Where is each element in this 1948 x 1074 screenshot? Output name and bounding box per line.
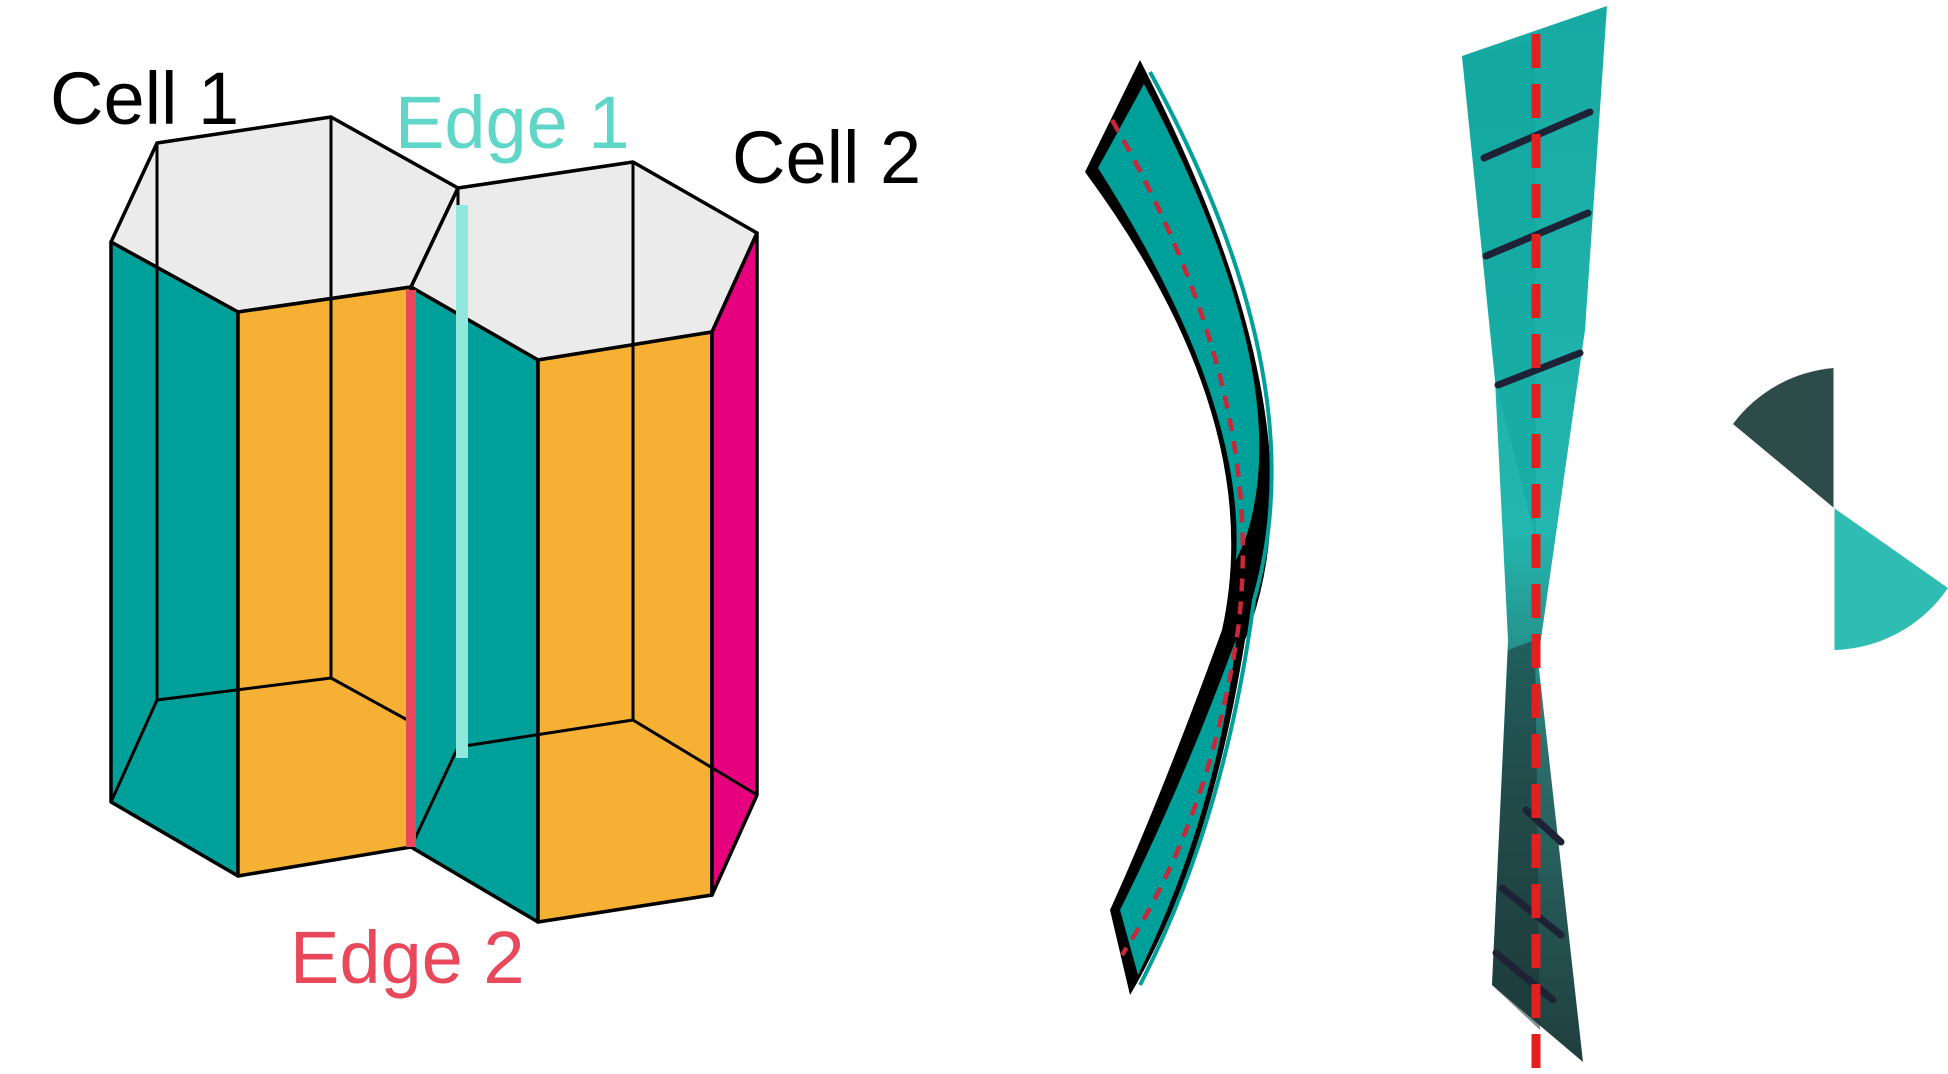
curved-ribbon-axis-dash xyxy=(1110,118,1246,957)
curved-ribbon-outer-stripe xyxy=(1138,71,1274,986)
cross-section-view xyxy=(1733,368,1948,650)
cell2-face-right xyxy=(710,231,759,897)
cell1-face-left xyxy=(109,240,240,878)
curved-ribbon-lower-fill xyxy=(1120,640,1236,975)
twisted-ribbon-shade-upper xyxy=(1462,40,1536,540)
cell2-label: Cell 2 xyxy=(732,116,921,199)
twisted-ribbon-shade-lower xyxy=(1492,640,1540,1030)
edge2-label: Edge 2 xyxy=(290,916,525,999)
curved-ribbon-upper-fill xyxy=(1098,84,1260,560)
crossbar-6 xyxy=(1492,949,1557,1004)
cell1-bottom-hidden-edges xyxy=(109,676,412,803)
cell2-face-front xyxy=(536,330,714,924)
cell1-face-front xyxy=(236,285,413,878)
cell2-face-left xyxy=(409,285,540,924)
curved-edge-view xyxy=(1085,60,1274,995)
edge1-label: Edge 1 xyxy=(395,81,630,164)
cross-section-lower-half xyxy=(1834,508,1948,650)
twist-crossbars xyxy=(1480,108,1594,1004)
crossbar-3 xyxy=(1494,349,1584,389)
hexagonal-cells-group xyxy=(109,115,759,924)
twisted-edge-view xyxy=(1462,6,1607,1070)
cross-section-upper-half xyxy=(1733,368,1834,508)
cell1-label: Cell 1 xyxy=(50,57,239,140)
cell2-bottom-hidden-edges xyxy=(409,718,758,848)
